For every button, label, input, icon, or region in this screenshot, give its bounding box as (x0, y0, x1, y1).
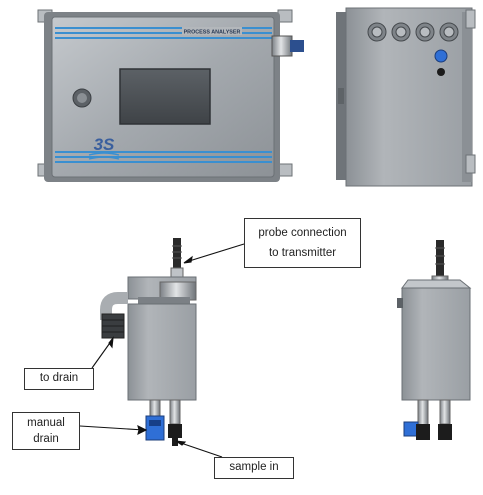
side-port-blue (434, 49, 448, 63)
drain-elbow (100, 292, 128, 339)
enclosure-side-view (336, 7, 476, 187)
cable-glands-row (367, 22, 459, 42)
enclosure-front-view: PROCESS ANALYSER 3S (37, 9, 304, 182)
side-port-black (437, 68, 445, 76)
enclosure-header-text: PROCESS ANALYSER (184, 30, 241, 36)
callout-to-drain: to drain (24, 368, 94, 390)
callout-probe-line-2: to transmitter (268, 247, 337, 259)
sample-in-fitting (168, 424, 182, 446)
leader-arrows (79, 243, 245, 458)
callout-probe-line-1: probe connection (258, 227, 347, 239)
callout-manual-line-1: manual (27, 417, 65, 429)
display-screen (119, 68, 211, 125)
flow-cell-body (127, 303, 197, 401)
bottom-stripes (55, 151, 272, 163)
probe-cable (173, 238, 181, 268)
callout-sample-in: sample in (214, 457, 294, 479)
callout-probe-connection: probe connection to transmitter (244, 218, 361, 268)
manual-drain-valve (145, 415, 165, 441)
callout-manual-line-2: drain (33, 433, 59, 445)
callout-manual-drain: manual drain (12, 412, 80, 450)
brand-logo: 3S (88, 135, 120, 160)
side-brackets (465, 9, 476, 174)
flow-cell-front-view (100, 238, 197, 446)
logo-text: 3S (94, 135, 115, 154)
cable-gland-side (271, 35, 304, 57)
flow-cell-side-view (397, 240, 472, 440)
door-lock-knob (72, 88, 92, 108)
